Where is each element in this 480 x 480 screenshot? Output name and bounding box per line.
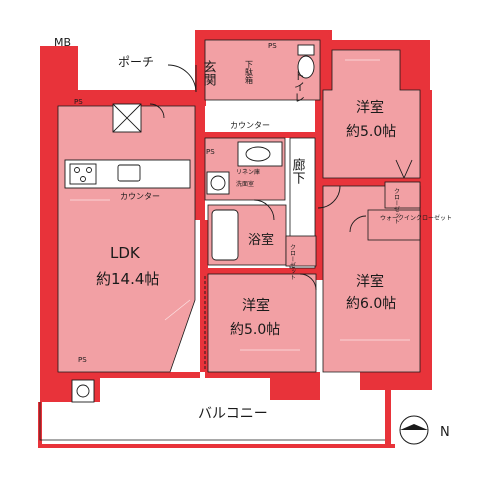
linen-label: リネン庫 bbox=[236, 168, 260, 176]
walkin-label: ウォークインクローゼット bbox=[380, 214, 452, 222]
bath-door-arc bbox=[253, 199, 275, 221]
north-label: N bbox=[440, 425, 450, 440]
washbasin bbox=[245, 146, 271, 162]
corridor-label: 廊下 bbox=[290, 157, 306, 184]
bath-label: 浴室 bbox=[248, 232, 274, 248]
counter-top-label: カウンター bbox=[230, 121, 270, 130]
washroom-label: 洗面室 bbox=[236, 180, 254, 188]
burner-icon bbox=[86, 167, 92, 173]
burner-icon bbox=[74, 167, 80, 173]
ldk-room bbox=[57, 105, 196, 373]
labels: MB ポーチ 玄関 下駄箱 PS トイレ 洋室 約5.0帖 カウンター リネン庫… bbox=[54, 36, 452, 440]
front-door-arc bbox=[167, 64, 197, 93]
closet-mid-label: クローゼット bbox=[289, 244, 296, 280]
closet-mid-door bbox=[299, 273, 317, 291]
fan-icon bbox=[76, 384, 90, 398]
washer-drum bbox=[210, 175, 226, 191]
walkin-box bbox=[367, 209, 421, 241]
closet-right-box bbox=[384, 181, 421, 209]
western-center-size: 約5.0帖 bbox=[230, 322, 280, 338]
western-se-size: 約6.0帖 bbox=[346, 296, 396, 312]
ldk-door-arc bbox=[149, 103, 165, 119]
western-center-name: 洋室 bbox=[242, 297, 270, 314]
mb-label: MB bbox=[54, 36, 71, 49]
burner-icon bbox=[80, 176, 86, 182]
ps-top-label: PS bbox=[268, 42, 277, 50]
door-arc-se bbox=[317, 185, 341, 209]
toilet-bowl bbox=[297, 55, 315, 79]
ldk-size: 約14.4帖 bbox=[96, 270, 159, 288]
entrance-label: 玄関 bbox=[201, 60, 217, 87]
western-se-name: 洋室 bbox=[356, 273, 384, 290]
kitchen-counter-label: カウンター bbox=[120, 192, 160, 201]
kitchen-sink bbox=[117, 164, 141, 182]
toilet-label: トイレ bbox=[293, 70, 306, 103]
closet-door bbox=[395, 159, 413, 179]
ps-left-label: PS bbox=[74, 98, 83, 106]
fixtures bbox=[64, 44, 315, 403]
western-ne-name: 洋室 bbox=[356, 99, 384, 116]
closet-right-label: クローゼット bbox=[393, 188, 400, 224]
walls bbox=[40, 30, 432, 402]
balcony bbox=[38, 390, 395, 448]
shoe-box-label: 下駄箱 bbox=[245, 60, 254, 85]
western-ne-room bbox=[322, 49, 421, 179]
walkin-door-arc bbox=[349, 215, 367, 233]
north-arrow bbox=[399, 415, 429, 445]
balcony-label: バルコニー bbox=[198, 406, 268, 422]
toilet-tank bbox=[297, 44, 315, 56]
ps-small-label: PS bbox=[78, 356, 87, 364]
closet-mid-box bbox=[285, 235, 317, 267]
western-ne-size: 約5.0帖 bbox=[346, 124, 396, 140]
western-center-room bbox=[207, 273, 317, 373]
ldk-name: LDK bbox=[110, 244, 141, 262]
bathtub bbox=[211, 209, 239, 261]
porch-label: ポーチ bbox=[118, 55, 154, 69]
floor-hatching bbox=[70, 59, 410, 351]
ps-mid-label: PS bbox=[206, 148, 215, 156]
doors bbox=[149, 64, 413, 370]
